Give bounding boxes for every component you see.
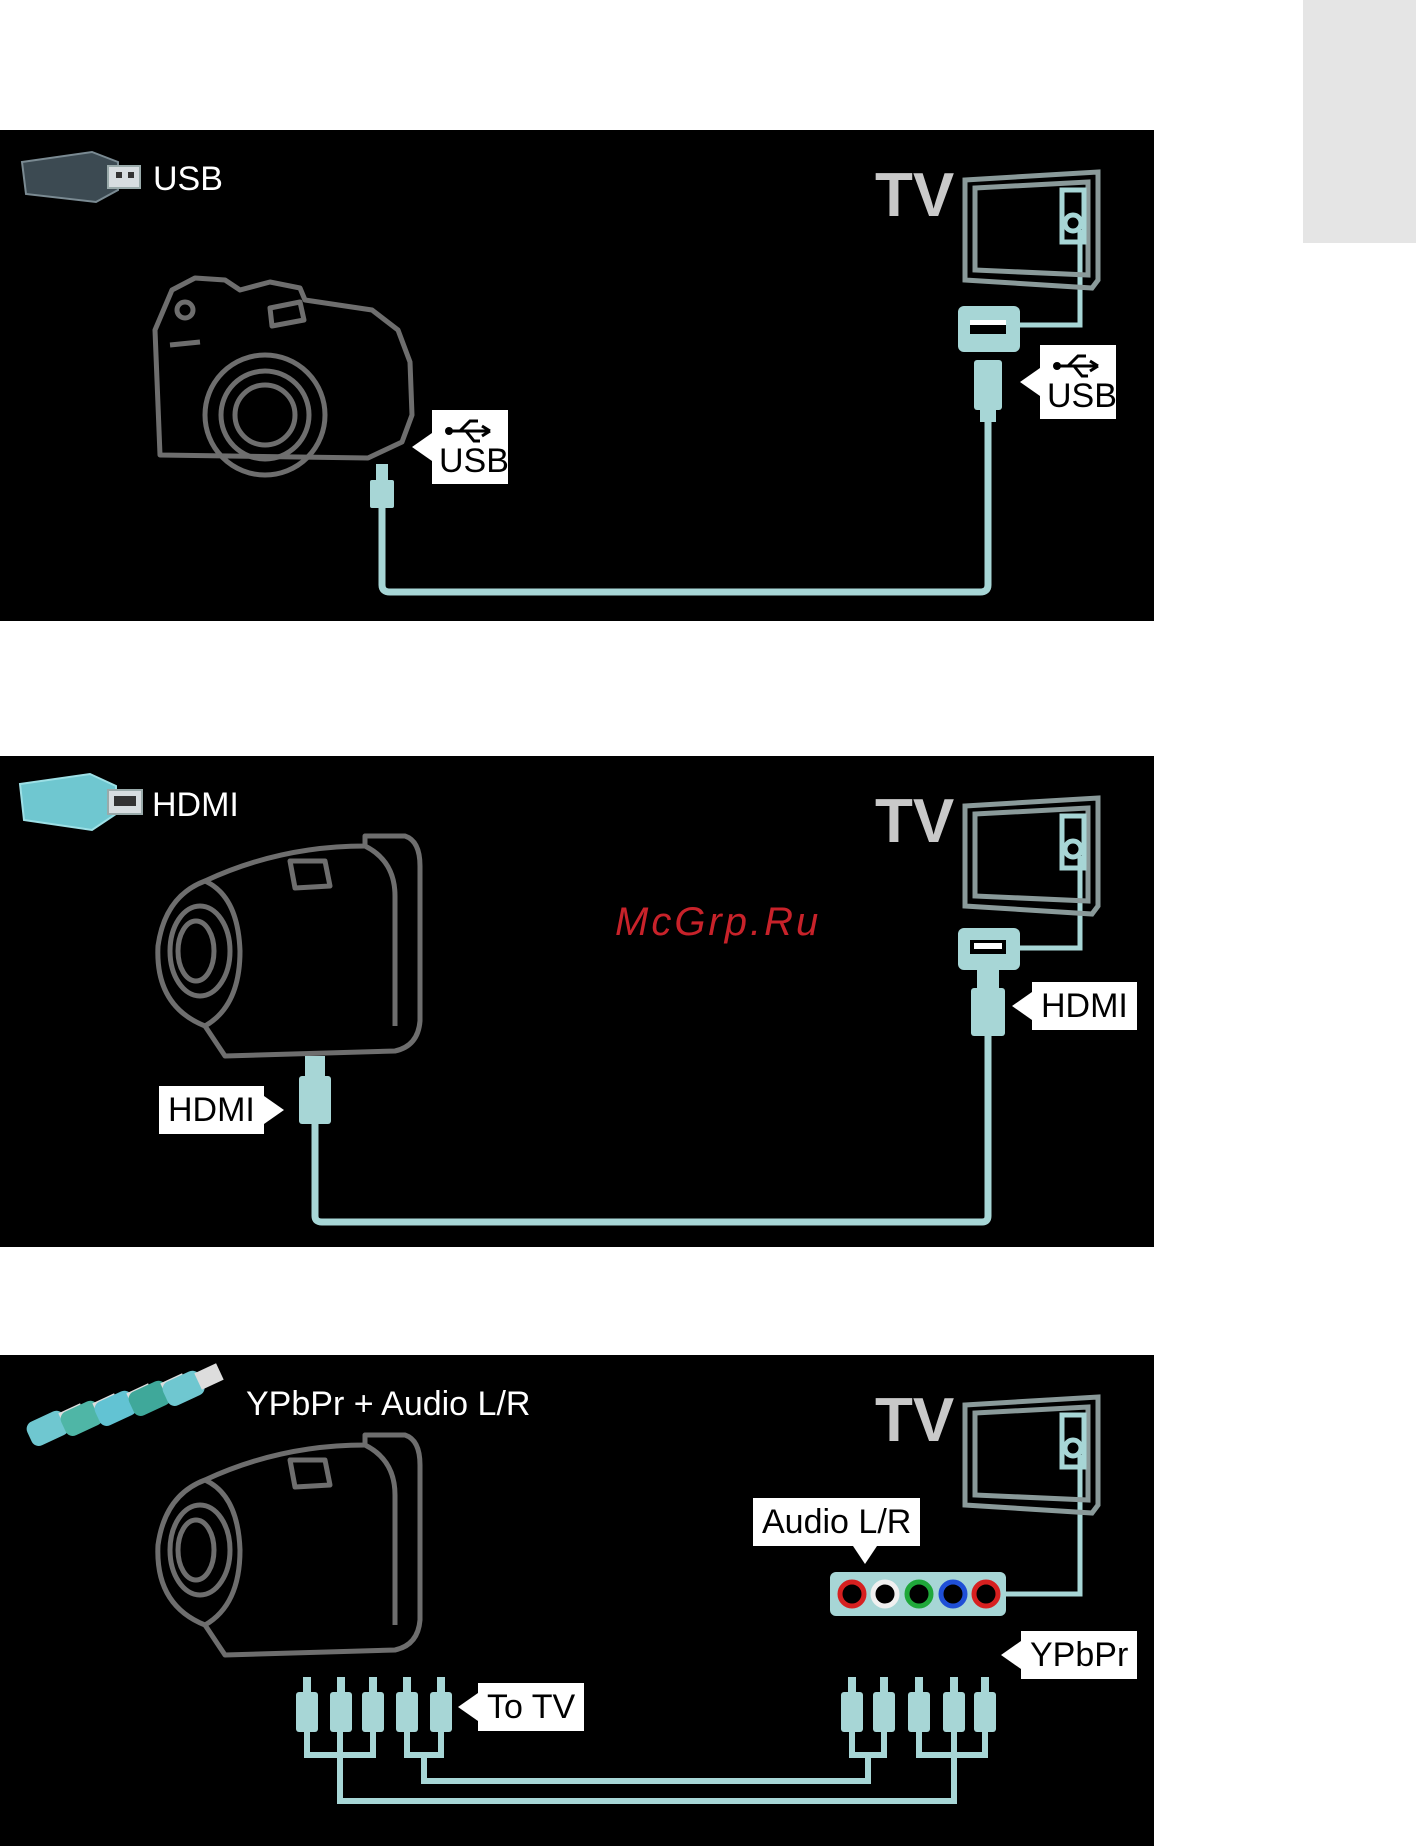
tv-label: TV [875, 791, 954, 853]
device-usb-label: USB [432, 410, 508, 484]
panel-title: USB [153, 160, 223, 199]
hdmi-diagram [0, 756, 1154, 1247]
usb-stick-icon [22, 152, 140, 202]
usb-connection-panel: USB TV USB USB [0, 130, 1154, 621]
hdmi-connection-panel: HDMI TV HDMI HDMI [0, 756, 1154, 1247]
audio-lr-label: Audio L/R [753, 1498, 920, 1546]
hdmi-plug-icon [20, 774, 142, 830]
tv-label: TV [875, 1390, 954, 1452]
panel-title: HDMI [152, 786, 239, 825]
panel-title: YPbPr + Audio L/R [246, 1385, 530, 1424]
device-hdmi-label: HDMI [159, 1086, 264, 1134]
to-tv-label: To TV [478, 1683, 584, 1731]
usb-diagram [0, 130, 1154, 621]
camcorder-icon [158, 1435, 420, 1655]
ypbpr-label: YPbPr [1021, 1631, 1137, 1679]
camcorder-icon [158, 836, 420, 1056]
tv-rca-plugs [841, 1677, 996, 1732]
ypbpr-connection-panel: YPbPr + Audio L/R TV Audio L/R YPbPr To … [0, 1355, 1154, 1846]
tv-label: TV [875, 165, 954, 227]
tv-usb-label: USB [1040, 345, 1116, 419]
page-tab-marker [1303, 0, 1416, 243]
hdmi-cable [315, 1036, 988, 1222]
device-rca-plugs [296, 1677, 452, 1732]
tv-hdmi-label: HDMI [1032, 982, 1137, 1030]
rca-plugs-icon [24, 1360, 225, 1449]
watermark: McGrp.Ru [615, 900, 821, 945]
audio-cable [407, 1732, 884, 1781]
ypbpr-diagram [0, 1355, 1154, 1846]
camera-icon [155, 278, 412, 475]
